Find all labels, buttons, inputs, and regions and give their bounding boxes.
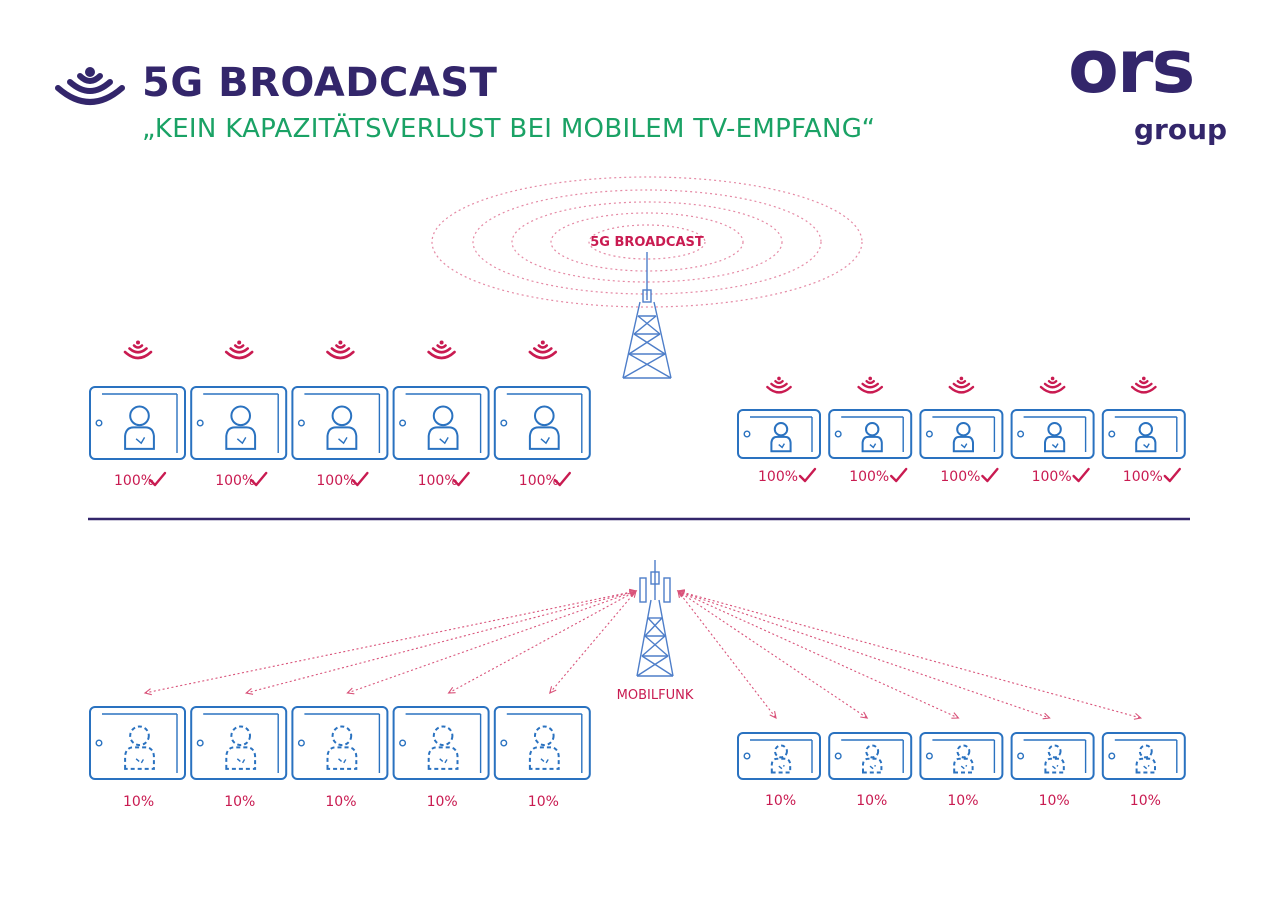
signal-arrow	[676, 589, 1143, 720]
person-icon	[770, 744, 792, 774]
tablet-small	[919, 409, 1004, 459]
coverage-value: 10%	[527, 794, 559, 810]
coverage-value: 10%	[224, 794, 256, 810]
signal-icon	[857, 376, 884, 394]
coverage-value: 100%	[1122, 469, 1163, 485]
person-icon	[952, 421, 974, 453]
coverage-value: 100%	[215, 473, 256, 489]
coverage-value: 10%	[426, 794, 458, 810]
coverage-value: 100%	[940, 469, 981, 485]
signal-icon	[528, 340, 558, 360]
person-icon	[124, 405, 155, 450]
person-icon	[1044, 744, 1065, 774]
tablet-small	[737, 409, 821, 459]
person-icon	[953, 744, 974, 774]
checkmark-icon	[981, 467, 999, 483]
checkmark-icon	[351, 471, 369, 487]
person-icon	[528, 725, 560, 770]
person-icon	[1044, 421, 1066, 453]
person-icon	[326, 725, 358, 770]
broadcast-tower-icon	[622, 252, 672, 379]
ors-logo-group: group	[1134, 113, 1228, 146]
checkmark-icon	[1163, 467, 1181, 483]
tablet-large	[291, 706, 389, 780]
coverage-value: 10%	[123, 794, 155, 810]
signal-icon	[224, 340, 254, 360]
coverage-value: 100%	[849, 469, 890, 485]
coverage-value: 100%	[114, 473, 155, 489]
person-icon	[225, 405, 257, 450]
coverage-value: 10%	[1129, 793, 1161, 809]
signal-arrow	[346, 589, 638, 695]
signal-arrow	[447, 590, 638, 694]
tablet-small	[828, 409, 913, 459]
signal-arrow	[676, 590, 960, 719]
tablet-small	[1010, 732, 1095, 780]
coverage-value: 10%	[1038, 793, 1070, 809]
tablet-large	[392, 386, 490, 460]
checkmark-icon	[1072, 467, 1090, 483]
mobile-tower-icon	[636, 560, 674, 677]
tablet-large	[89, 386, 186, 460]
tablet-small	[828, 732, 913, 780]
coverage-value: 100%	[518, 473, 559, 489]
coverage-value: 100%	[417, 473, 458, 489]
tablet-small	[1101, 732, 1186, 780]
person-icon	[861, 421, 883, 453]
coverage-value: 10%	[765, 793, 797, 809]
broadcast-tower-label: 5G BROADCAST	[590, 235, 704, 250]
tablet-large	[493, 706, 591, 780]
tablet-large	[190, 706, 288, 780]
page-title: 5G BROADCAST	[142, 60, 498, 106]
signal-icon	[427, 340, 456, 360]
signal-icon	[326, 340, 355, 360]
checkmark-icon	[553, 471, 571, 487]
person-icon	[770, 421, 792, 453]
tablet-small	[737, 732, 821, 780]
person-icon	[528, 405, 560, 450]
coverage-value: 10%	[856, 793, 888, 809]
signal-icon	[1130, 376, 1157, 394]
checkmark-icon	[890, 467, 908, 483]
broadcast-signal-icon	[55, 67, 125, 105]
checkmark-icon	[148, 471, 167, 487]
checkmark-icon	[250, 471, 268, 487]
tablet-large	[493, 386, 591, 460]
person-icon	[427, 405, 459, 450]
signal-arrow	[676, 589, 1051, 720]
person-icon	[1135, 421, 1157, 453]
person-icon	[225, 725, 257, 770]
coverage-value: 100%	[1031, 469, 1072, 485]
tablet-large	[89, 706, 186, 780]
page-subtitle: „KEIN KAPAZITÄTSVERLUST BEI MOBILEM TV-E…	[142, 114, 876, 144]
tablet-large	[291, 386, 389, 460]
signal-arrow	[244, 589, 638, 695]
tablet-large	[392, 706, 490, 780]
ors-logo: ors	[1068, 24, 1195, 110]
tablet-large	[190, 386, 288, 460]
person-icon	[427, 725, 459, 770]
tablet-small	[1010, 409, 1095, 459]
person-icon	[1135, 744, 1156, 774]
signal-icon	[1039, 376, 1066, 394]
signal-icon	[948, 376, 975, 394]
coverage-value: 100%	[758, 469, 799, 485]
checkmark-icon	[798, 467, 817, 483]
tablet-small	[919, 732, 1004, 780]
person-icon	[326, 405, 358, 450]
checkmark-icon	[452, 471, 470, 487]
coverage-value: 100%	[316, 473, 357, 489]
coverage-value: 10%	[325, 794, 357, 810]
tablet-small	[1101, 409, 1186, 459]
mobile-tower-label: MOBILFUNK	[616, 688, 694, 703]
signal-arrow	[548, 590, 637, 694]
person-icon	[862, 744, 883, 774]
signal-icon	[766, 376, 792, 394]
coverage-value: 10%	[947, 793, 979, 809]
signal-icon	[123, 340, 153, 360]
person-icon	[124, 725, 155, 770]
